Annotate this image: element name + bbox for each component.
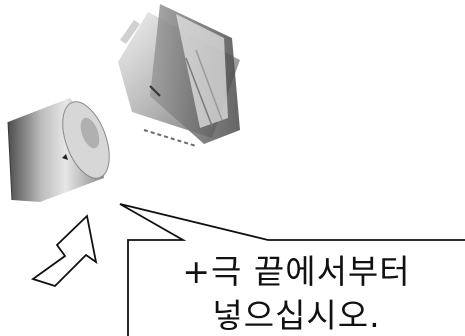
callout-text-line-1: +극 끝에서부터 bbox=[182, 252, 411, 291]
battery-cap-illustration bbox=[118, 4, 240, 147]
insert-direction-arrow-icon bbox=[31, 214, 98, 288]
callout-box bbox=[119, 203, 465, 336]
battery-illustration bbox=[7, 98, 110, 202]
callout-text-line-2: 넣으십시오. bbox=[212, 296, 381, 335]
